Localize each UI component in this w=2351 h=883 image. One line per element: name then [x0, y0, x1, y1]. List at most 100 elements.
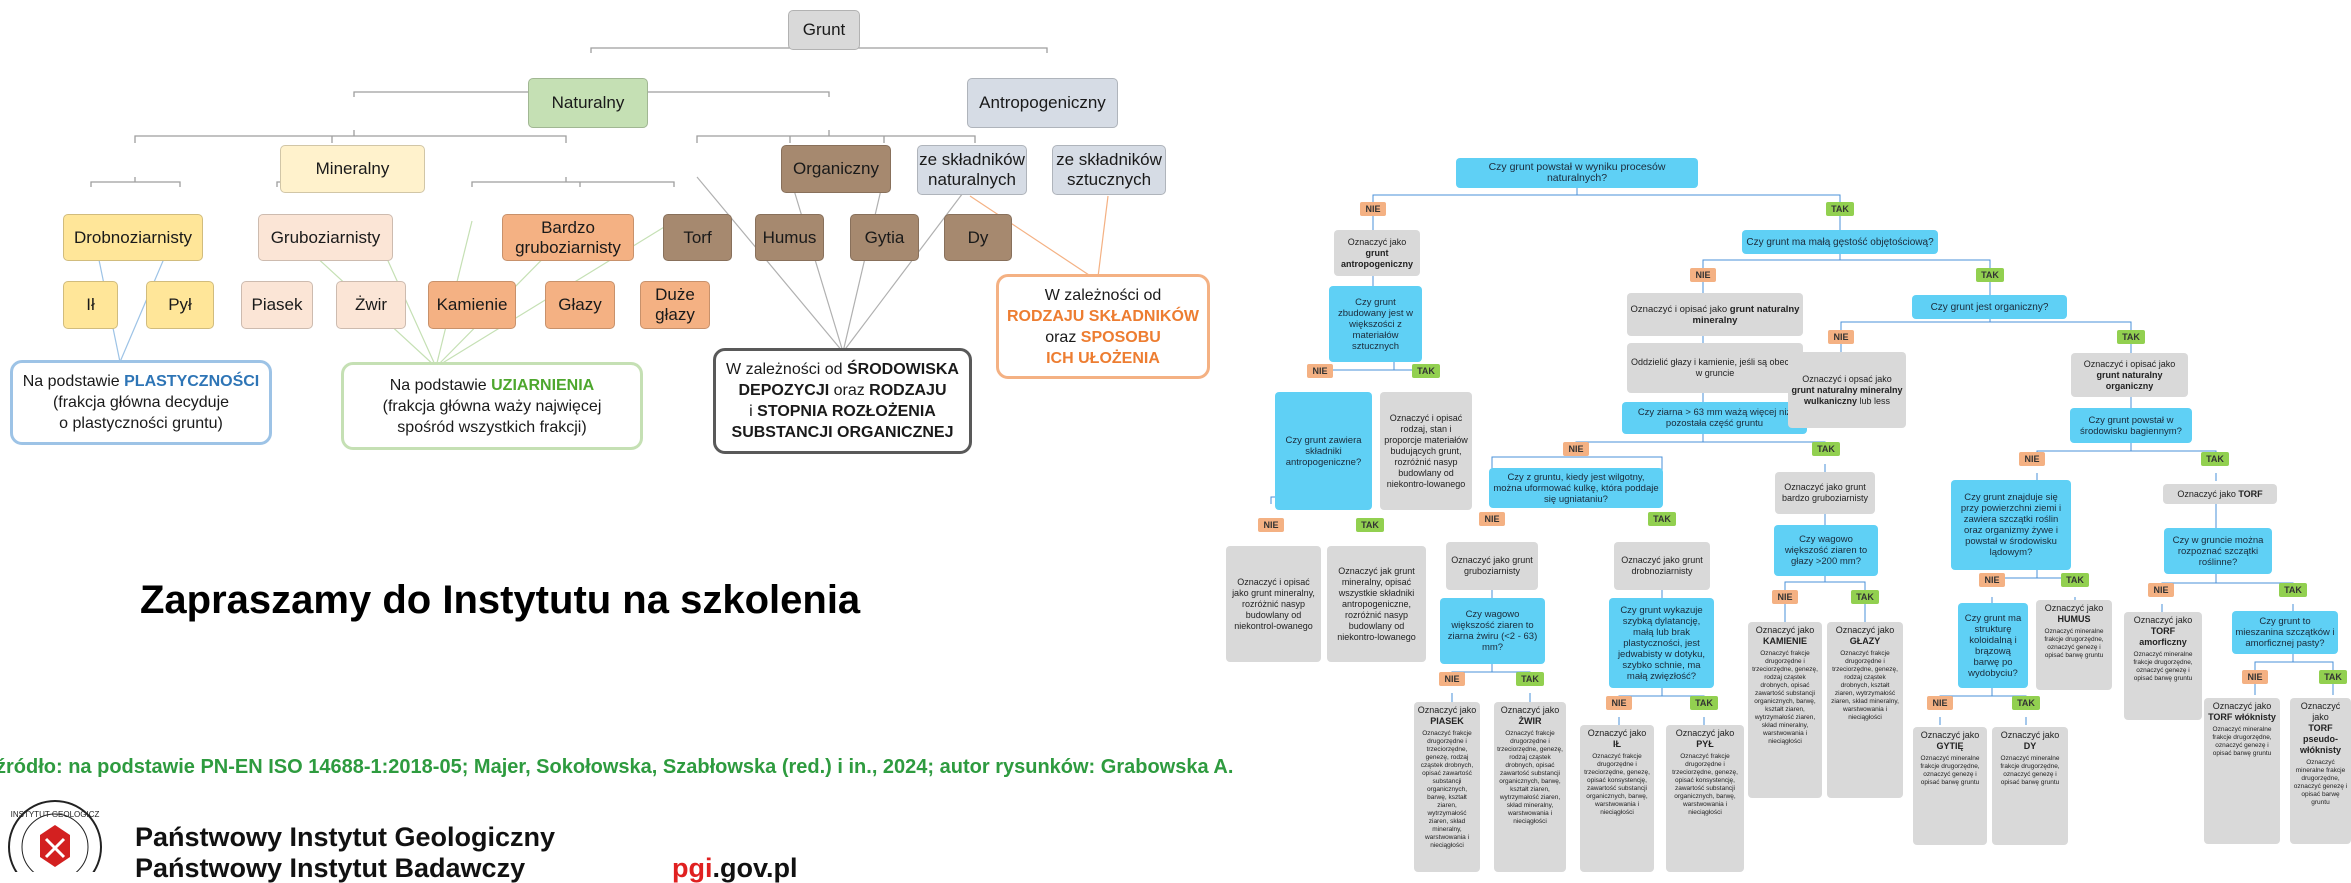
- node-bardzo-gruboziarnisty: Bardzo gruboziarnisty: [502, 214, 634, 261]
- flow-nie-2: NIE: [1307, 364, 1333, 378]
- node-il: Ił: [63, 281, 118, 329]
- flow-a-tak-sztuczne: Oznaczyć i opisać rodzaj, stan i proporc…: [1380, 392, 1472, 510]
- flow-nie-4: NIE: [1690, 268, 1716, 282]
- flow-nie-13: NIE: [2148, 583, 2174, 597]
- flow-q-mieszanina: Czy grunt to mieszanina szczątków i amor…: [2232, 611, 2338, 654]
- node-antropogeniczny: Antropogeniczny: [967, 78, 1118, 128]
- flow-a-wulkaniczny: Oznaczyć i opsać jako grunt naturalny mi…: [1788, 352, 1906, 428]
- flow-nie-5: NIE: [1828, 330, 1854, 344]
- node-torf: Torf: [663, 214, 732, 261]
- flow-tak-11: TAK: [1690, 696, 1718, 710]
- flow-q-organiczny: Czy grunt jest organiczny?: [1912, 295, 2067, 319]
- flow-nie-10: NIE: [1439, 672, 1465, 686]
- flow-tak-13: TAK: [2279, 583, 2307, 597]
- flow-tak-5: TAK: [2117, 330, 2145, 344]
- flow-nie-1: NIE: [1360, 202, 1386, 216]
- node-dy: Dy: [944, 214, 1012, 261]
- flow-tak-4: TAK: [1976, 268, 2004, 282]
- flow-nie-8: NIE: [1772, 590, 1798, 604]
- flow-tak-3: TAK: [1356, 518, 1384, 532]
- flow-q-powierzchnia: Czy grunt znajduje się przy powierzchni …: [1951, 480, 2071, 570]
- flow-nie-7: NIE: [1563, 442, 1589, 456]
- flow-q-sztuczne: Czy grunt zbudowany jest w większości z …: [1329, 286, 1422, 362]
- flow-nie-14: NIE: [1927, 696, 1953, 710]
- node-grunt: Grunt: [788, 10, 860, 50]
- flow-q-zwir: Czy wagowo większość ziaren to ziarna żw…: [1440, 598, 1545, 664]
- flow-q-koloid: Czy grunt ma strukturę koloidalną i brąz…: [1958, 603, 2028, 688]
- node-mineralny: Mineralny: [280, 145, 425, 193]
- flow-tak-7: TAK: [1812, 442, 1840, 456]
- flow-q-ziarna-63: Czy ziarna > 63 mm ważą więcej niż pozos…: [1622, 402, 1807, 434]
- flow-tak-10: TAK: [1516, 672, 1544, 686]
- flow-q-gestosc: Czy grunt ma małą gęstość objętościową?: [1742, 230, 1938, 254]
- flow-a-mineralny-antrop: Oznaczyć jak grunt mineralny, opisać wsz…: [1327, 546, 1426, 662]
- flow-a-oddzielic: Oddzielić głazy i kamienie, jeśli są obe…: [1627, 343, 1803, 393]
- flow-a-gruboziarnisty: Oznaczyć jako grunt gruboziarnisty: [1446, 542, 1538, 590]
- note-uziarnienie: Na podstawie UZIARNIENIA(frakcja główna …: [341, 362, 643, 450]
- flow-a-drobnoziarnisty: Oznaczyć jako grunt drobnoziarnisty: [1614, 542, 1710, 590]
- flow-tak-14: TAK: [2012, 696, 2040, 710]
- node-gytia: Gytia: [850, 214, 919, 261]
- node-ze-skladnikow-naturalnych: ze składników naturalnych: [917, 145, 1027, 195]
- institute-name: Państwowy Instytut Geologiczny: [135, 822, 556, 852]
- page-title: Zapraszamy do Instytutu na szkolenia: [140, 578, 861, 622]
- node-zwir: Żwir: [336, 281, 406, 329]
- flow-q-bagienny: Czy grunt powstał w środowisku bagiennym…: [2070, 408, 2192, 443]
- flow-tak-9: TAK: [1648, 512, 1676, 526]
- flow-q-200: Czy wagowo większość ziaren to głazy >20…: [1774, 525, 1878, 576]
- website-link[interactable]: pgi.gov.pl: [672, 853, 798, 883]
- flow-a-torf: Oznaczyć jako TORF: [2163, 484, 2277, 504]
- svg-text:INSTYTUT GEOLOGICZ: INSTYTUT GEOLOGICZ: [11, 810, 100, 819]
- flow-nie-6: NIE: [2019, 452, 2045, 466]
- flow-nie-3: NIE: [1258, 518, 1284, 532]
- flow-nie-11: NIE: [1606, 696, 1632, 710]
- node-gruboziarnisty: Gruboziarnisty: [258, 214, 393, 261]
- flow-nie-12: NIE: [1979, 573, 2005, 587]
- flow-q-dylatancja: Czy grunt wykazuje szybką dylatancję, ma…: [1609, 598, 1714, 688]
- node-naturalny: Naturalny: [528, 78, 648, 128]
- institute-subname: Państwowy Instytut Badawczy: [135, 853, 526, 883]
- node-ze-skladnikow-sztucznych: ze składników sztucznych: [1052, 145, 1166, 195]
- flow-tak-15: TAK: [2319, 670, 2347, 684]
- node-pyl: Pył: [146, 281, 214, 329]
- flow-tak-1: TAK: [1826, 202, 1854, 216]
- flow-q-naturalne: Czy grunt powstał w wyniku procesów natu…: [1456, 158, 1698, 188]
- flow-q-zawiera: Czy grunt zawiera składniki antropogenic…: [1275, 392, 1372, 510]
- flow-tak-8: TAK: [1851, 590, 1879, 604]
- note-plastycznosc: Na podstawie PLASTYCZNOŚCI(frakcja główn…: [10, 360, 272, 445]
- node-glazy: Głazy: [545, 281, 615, 329]
- node-piasek: Piasek: [241, 281, 313, 329]
- node-duze-glazy: Duże głazy: [640, 281, 710, 329]
- source-note: źródło: na podstawie PN-EN ISO 14688-1:2…: [0, 756, 1234, 778]
- flow-tak-2: TAK: [1412, 364, 1440, 378]
- flow-nie-9: NIE: [1479, 512, 1505, 526]
- flow-q-szczatki: Czy w gruncie można rozpoznać szczątki r…: [2164, 528, 2272, 574]
- node-drobnoziarnisty: Drobnoziarnisty: [63, 214, 203, 261]
- flow-tak-6: TAK: [2201, 452, 2229, 466]
- node-organiczny: Organiczny: [781, 145, 891, 193]
- pgi-logo: INSTYTUT GEOLOGICZ: [8, 800, 102, 872]
- flow-nie-15: NIE: [2242, 670, 2268, 684]
- flow-tak-12: TAK: [2061, 573, 2089, 587]
- node-kamienie: Kamienie: [428, 281, 516, 329]
- flow-a-mineralny: Oznaczyć i opisać jako grunt naturalny m…: [1627, 293, 1803, 336]
- node-humus: Humus: [755, 214, 824, 261]
- flow-a-mineralny-nasyp: Oznaczyć i opisać jako grunt mineralny, …: [1226, 546, 1321, 662]
